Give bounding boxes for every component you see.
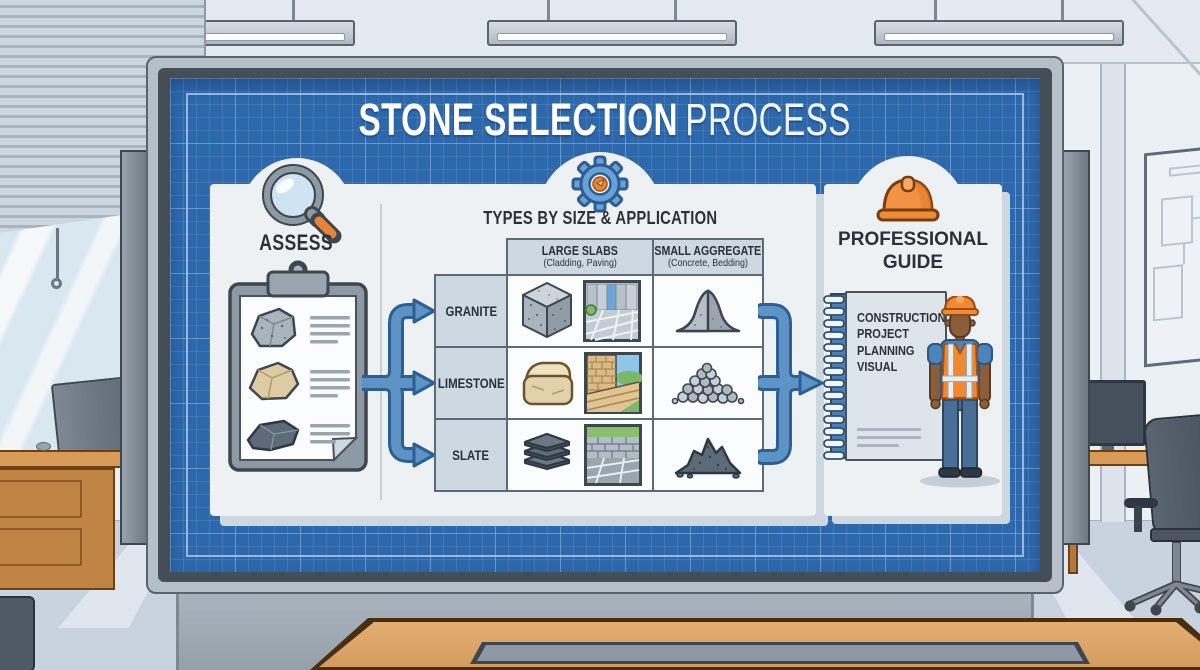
desk-drawer xyxy=(0,480,82,518)
poster-shape xyxy=(1169,163,1200,177)
board-leg-right xyxy=(1062,150,1090,545)
gear-icon xyxy=(571,155,629,213)
worker-figure xyxy=(920,296,1000,488)
slate-sheet-stack xyxy=(524,433,570,470)
poster-shape xyxy=(1153,264,1183,322)
worker-shadow xyxy=(920,474,1000,488)
paper-fold xyxy=(331,436,359,463)
notebook-line xyxy=(857,444,899,447)
assess-clipboard xyxy=(228,260,368,472)
clipboard-clip xyxy=(266,270,330,298)
cell-limestone-large xyxy=(506,346,654,420)
notebook-title: CONSTRUCTION PROJECT PLANNING VISUAL xyxy=(857,311,946,374)
computer-mouse xyxy=(36,442,51,451)
blinds-cord xyxy=(56,228,59,280)
desk-left-body xyxy=(0,468,115,590)
office-chair-back xyxy=(1142,413,1200,537)
lamp-rod xyxy=(292,0,295,22)
poster-connector xyxy=(1183,244,1185,265)
title-rest: PROCESS xyxy=(685,94,852,145)
cabinet xyxy=(0,596,35,670)
row-label-slate: SLATE xyxy=(434,418,508,492)
gravel-pebble-pile xyxy=(671,362,745,405)
cell-slate-small xyxy=(652,418,764,492)
desk-drawer xyxy=(0,528,82,566)
hard-hat-icon xyxy=(876,175,940,222)
poster-connector xyxy=(1193,215,1200,220)
lamp-rod xyxy=(1061,0,1064,22)
column-header-small-aggregate: SMALL AGGREGATE (Concrete, Bedding) xyxy=(652,238,764,276)
notebook-coils xyxy=(823,295,845,460)
lamp-rod xyxy=(934,0,937,22)
magnifier-icon xyxy=(262,164,342,244)
guide-label: PROFESSIONAL GUIDE xyxy=(838,229,988,273)
cell-granite-large xyxy=(506,274,654,348)
row-label-granite: GRANITE xyxy=(434,274,508,348)
flow-arrow-split xyxy=(362,298,436,468)
lamp-glow xyxy=(497,33,727,41)
cell-slate-large xyxy=(506,418,654,492)
ceiling-light xyxy=(874,0,1124,48)
worker-shoes xyxy=(938,467,983,478)
chair-base xyxy=(1124,580,1200,616)
slate-paving-scene xyxy=(584,424,642,486)
worker-sleeve xyxy=(927,343,944,365)
chair-armrest xyxy=(1124,498,1158,508)
notebook-line xyxy=(857,428,921,431)
desk-left-top xyxy=(0,450,138,468)
lamp-rod xyxy=(674,0,677,22)
poster-shape xyxy=(1161,195,1193,247)
column-header-large-slabs: LARGE SLABS (Cladding, Paving) xyxy=(506,238,654,276)
types-heading: TYPES BY SIZE & APPLICATION xyxy=(483,207,717,228)
slate-stone xyxy=(246,419,300,452)
limestone-block xyxy=(522,361,574,406)
notebook-line xyxy=(857,436,921,439)
granite-dust-cone xyxy=(675,289,741,333)
granite-cube xyxy=(522,282,572,338)
table-tray-inner xyxy=(477,645,1083,661)
worker-sleeve xyxy=(976,343,993,365)
slate-chip-pile xyxy=(674,437,742,479)
chair-armrest-post xyxy=(1134,506,1142,532)
lamp-rod xyxy=(547,0,550,22)
vest-reflective-stripes xyxy=(942,343,978,399)
flow-arrow-merge xyxy=(758,303,824,465)
limestone-wall-scene xyxy=(584,352,642,414)
assess-label: ASSESS xyxy=(259,230,333,255)
panel-divider xyxy=(380,204,382,500)
lamp-glow xyxy=(884,33,1114,41)
title-emphasis: STONE SELECTION xyxy=(358,94,679,145)
blinds-cord-ring xyxy=(51,278,62,289)
ceiling-light xyxy=(487,0,737,48)
lamp-fixture xyxy=(487,20,737,46)
checklist-lines xyxy=(310,316,350,444)
row-label-limestone: LIMESTONE xyxy=(434,346,508,420)
wall-poster xyxy=(1144,146,1200,368)
board-leg-left xyxy=(120,150,148,545)
table-tray xyxy=(470,642,1090,664)
blueprint-inner-border xyxy=(186,93,1024,557)
lamp-fixture xyxy=(874,20,1124,46)
granite-paving-scene xyxy=(583,280,641,342)
chair-seat xyxy=(1150,528,1200,542)
cell-limestone-small xyxy=(652,346,764,420)
cell-granite-small xyxy=(652,274,764,348)
worker-safety-vest xyxy=(940,343,980,399)
